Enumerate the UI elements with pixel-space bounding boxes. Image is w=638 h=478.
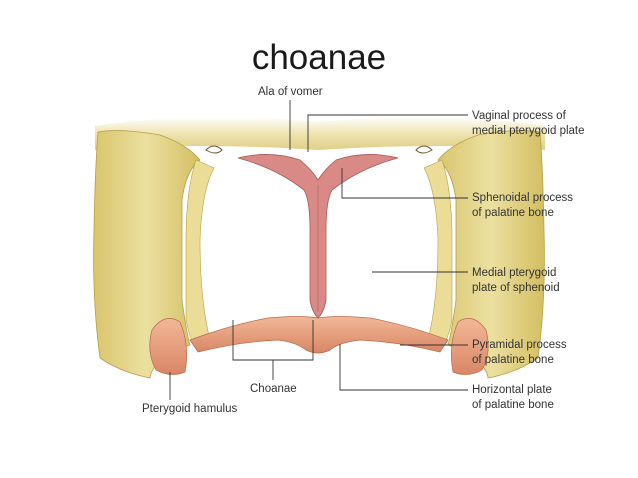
slide-title: choanae — [251, 38, 387, 77]
skull-base-band — [95, 116, 545, 150]
label-vaginal-process-line1: Vaginal process of — [472, 110, 567, 122]
leader-sphenoidal-process — [341, 168, 468, 199]
label-horizontal-plate-line2: of palatine bone — [472, 399, 554, 411]
label-medial-pterygoid-line2: plate of sphenoid — [472, 282, 560, 294]
right-medial-plate-edge — [423, 159, 453, 349]
label-horizontal-plate-line1: Horizontal plate — [472, 384, 552, 396]
right-pyramidal-process — [451, 318, 489, 375]
label-pyramidal-process-line2: of palatine bone — [472, 354, 554, 366]
horizontal-plate — [189, 316, 449, 354]
label-pterygoid-hamulus: Pterygoid hamulus — [142, 403, 237, 415]
label-sphenoidal-process-line1: Sphenoidal process — [472, 192, 573, 204]
label-pyramidal-process-line1: Pyramidal process — [472, 339, 567, 351]
left-medial-plate-edge — [185, 159, 215, 349]
label-medial-pterygoid-line1: Medial pterygoid — [472, 267, 556, 279]
label-vaginal-process-line2: medial pterygoid plate — [472, 125, 585, 137]
label-ala-of-vomer: Ala of vomer — [258, 86, 323, 98]
leader-horizontal-plate — [339, 344, 468, 391]
label-choanae: Choanae — [250, 383, 297, 395]
leader-vaginal-process — [307, 114, 468, 152]
left-vaginal-process — [205, 145, 223, 154]
label-sphenoidal-process-line2: of palatine bone — [472, 207, 554, 219]
right-vaginal-process — [415, 145, 433, 154]
left-pyramidal-process — [149, 318, 187, 375]
leader-choanae — [232, 320, 314, 380]
